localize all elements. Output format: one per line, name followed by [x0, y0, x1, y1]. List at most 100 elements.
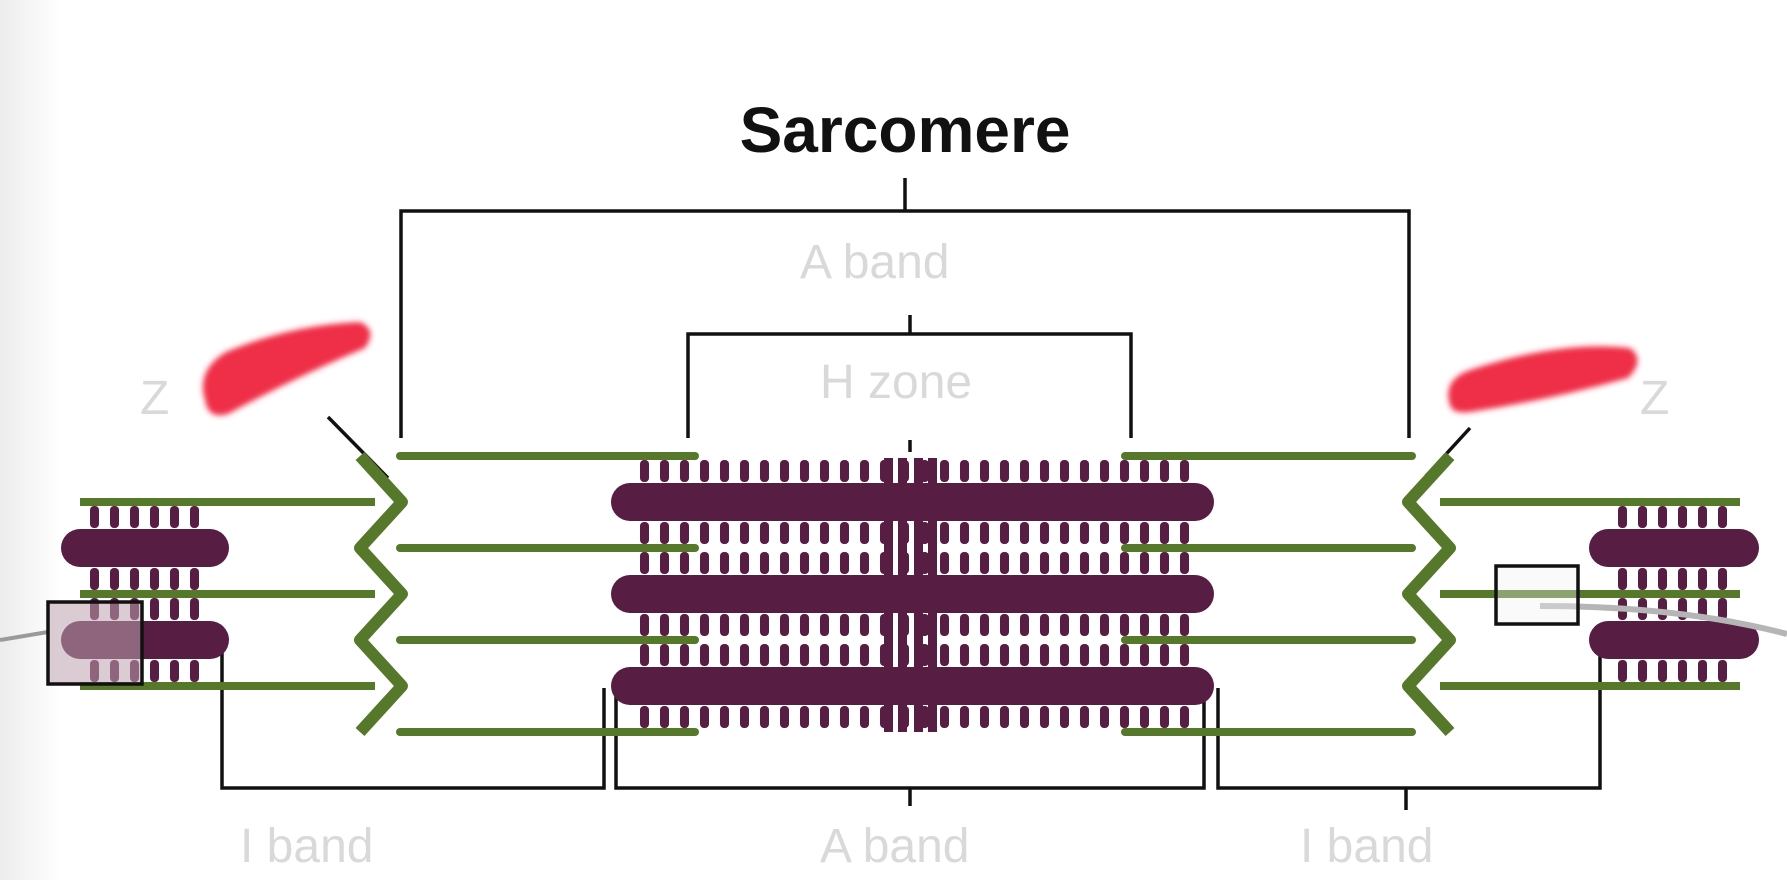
myosin-head	[1120, 522, 1129, 544]
myosin-head	[1120, 644, 1129, 666]
faded-label-i-band-left: I band	[240, 820, 373, 873]
myosin-head	[1718, 598, 1727, 620]
myosin-head	[680, 552, 689, 574]
myosin-head	[1040, 522, 1049, 544]
faded-label-left-edge: Z	[140, 372, 169, 425]
redaction-mark-icon	[202, 322, 371, 416]
myosin-head	[660, 706, 669, 728]
myosin-head	[660, 460, 669, 482]
myosin-head	[720, 460, 729, 482]
myosin-head	[660, 614, 669, 636]
myosin-head	[960, 644, 969, 666]
myosin-head	[1718, 506, 1727, 528]
myosin-head	[700, 522, 709, 544]
myosin-head	[740, 522, 749, 544]
myosin-head	[980, 644, 989, 666]
myosin-head	[1718, 660, 1727, 682]
myosin-head	[1120, 706, 1129, 728]
myosin-head	[860, 460, 869, 482]
myosin-head	[1060, 614, 1069, 636]
myosin-head	[680, 644, 689, 666]
m-line-bar	[928, 458, 937, 732]
myosin-head	[190, 568, 199, 590]
myosin-head	[1080, 706, 1089, 728]
myosin-head	[860, 706, 869, 728]
myosin-head	[1180, 644, 1189, 666]
myosin-head	[760, 522, 769, 544]
myosin-head	[740, 644, 749, 666]
myosin-head	[1000, 552, 1009, 574]
myosin-head	[1020, 522, 1029, 544]
myosin-head	[150, 660, 159, 682]
myosin-head	[980, 460, 989, 482]
i-band-right-bracket	[1216, 640, 1602, 790]
myosin-head	[1020, 460, 1029, 482]
redaction-marks	[202, 322, 1638, 416]
myosin-head	[1140, 706, 1149, 728]
right-callout-line	[1539, 603, 1787, 637]
myosin-head	[760, 706, 769, 728]
callout-box-icon	[1494, 564, 1580, 626]
myosin-head	[840, 522, 849, 544]
myosin-head	[980, 706, 989, 728]
myosin-head	[1678, 568, 1687, 590]
myosin-head	[820, 522, 829, 544]
myosin-head	[90, 568, 99, 590]
myosin-head	[1140, 614, 1149, 636]
myosin-head	[860, 552, 869, 574]
myosin-head	[640, 522, 649, 544]
myosin-head	[780, 552, 789, 574]
m-line-bar	[884, 458, 893, 732]
myosin-head	[1060, 522, 1069, 544]
myosin-head	[680, 460, 689, 482]
myosin-head	[820, 644, 829, 666]
myosin-head	[1718, 568, 1727, 590]
myosin-head	[740, 614, 749, 636]
myosin-head	[170, 568, 179, 590]
myosin-head	[800, 614, 809, 636]
myosin-head	[700, 644, 709, 666]
myosin-head	[1020, 644, 1029, 666]
myosin-head	[740, 706, 749, 728]
myosin-head	[190, 660, 199, 682]
myosin-head	[130, 506, 139, 528]
myosin-head	[1000, 614, 1009, 636]
myosin-head	[640, 706, 649, 728]
myosin-head	[660, 552, 669, 574]
myosin-head	[740, 552, 749, 574]
myosin-head	[1180, 460, 1189, 482]
myosin-head	[130, 568, 139, 590]
myosin-head	[1000, 460, 1009, 482]
myosin-head	[820, 706, 829, 728]
myosin-head	[700, 614, 709, 636]
myosin-head	[1020, 614, 1029, 636]
myosin-head	[860, 522, 869, 544]
myosin-head	[1120, 460, 1129, 482]
myosin-head	[1040, 706, 1049, 728]
myosin-head	[660, 522, 669, 544]
i-band-left-bracket	[220, 640, 606, 790]
myosin-head	[940, 644, 949, 666]
myosin-head	[1000, 522, 1009, 544]
myosin-head	[820, 614, 829, 636]
myosin-head	[680, 614, 689, 636]
myosin-head	[1678, 506, 1687, 528]
myosin-head	[820, 460, 829, 482]
myosin-head	[1180, 614, 1189, 636]
m-line-bar	[898, 458, 907, 732]
myosin-head	[1100, 522, 1109, 544]
myosin-head	[720, 706, 729, 728]
myosin-head	[1160, 706, 1169, 728]
myosin-head	[780, 614, 789, 636]
myosin-head	[170, 660, 179, 682]
myosin-head	[1160, 614, 1169, 636]
myosin-head	[980, 614, 989, 636]
myosin-head	[1080, 552, 1089, 574]
myosin-head	[190, 506, 199, 528]
myosin-head	[1080, 522, 1089, 544]
myosin-head	[1020, 706, 1029, 728]
myosin-head	[150, 598, 159, 620]
faded-label-a-band: A band	[800, 236, 949, 289]
